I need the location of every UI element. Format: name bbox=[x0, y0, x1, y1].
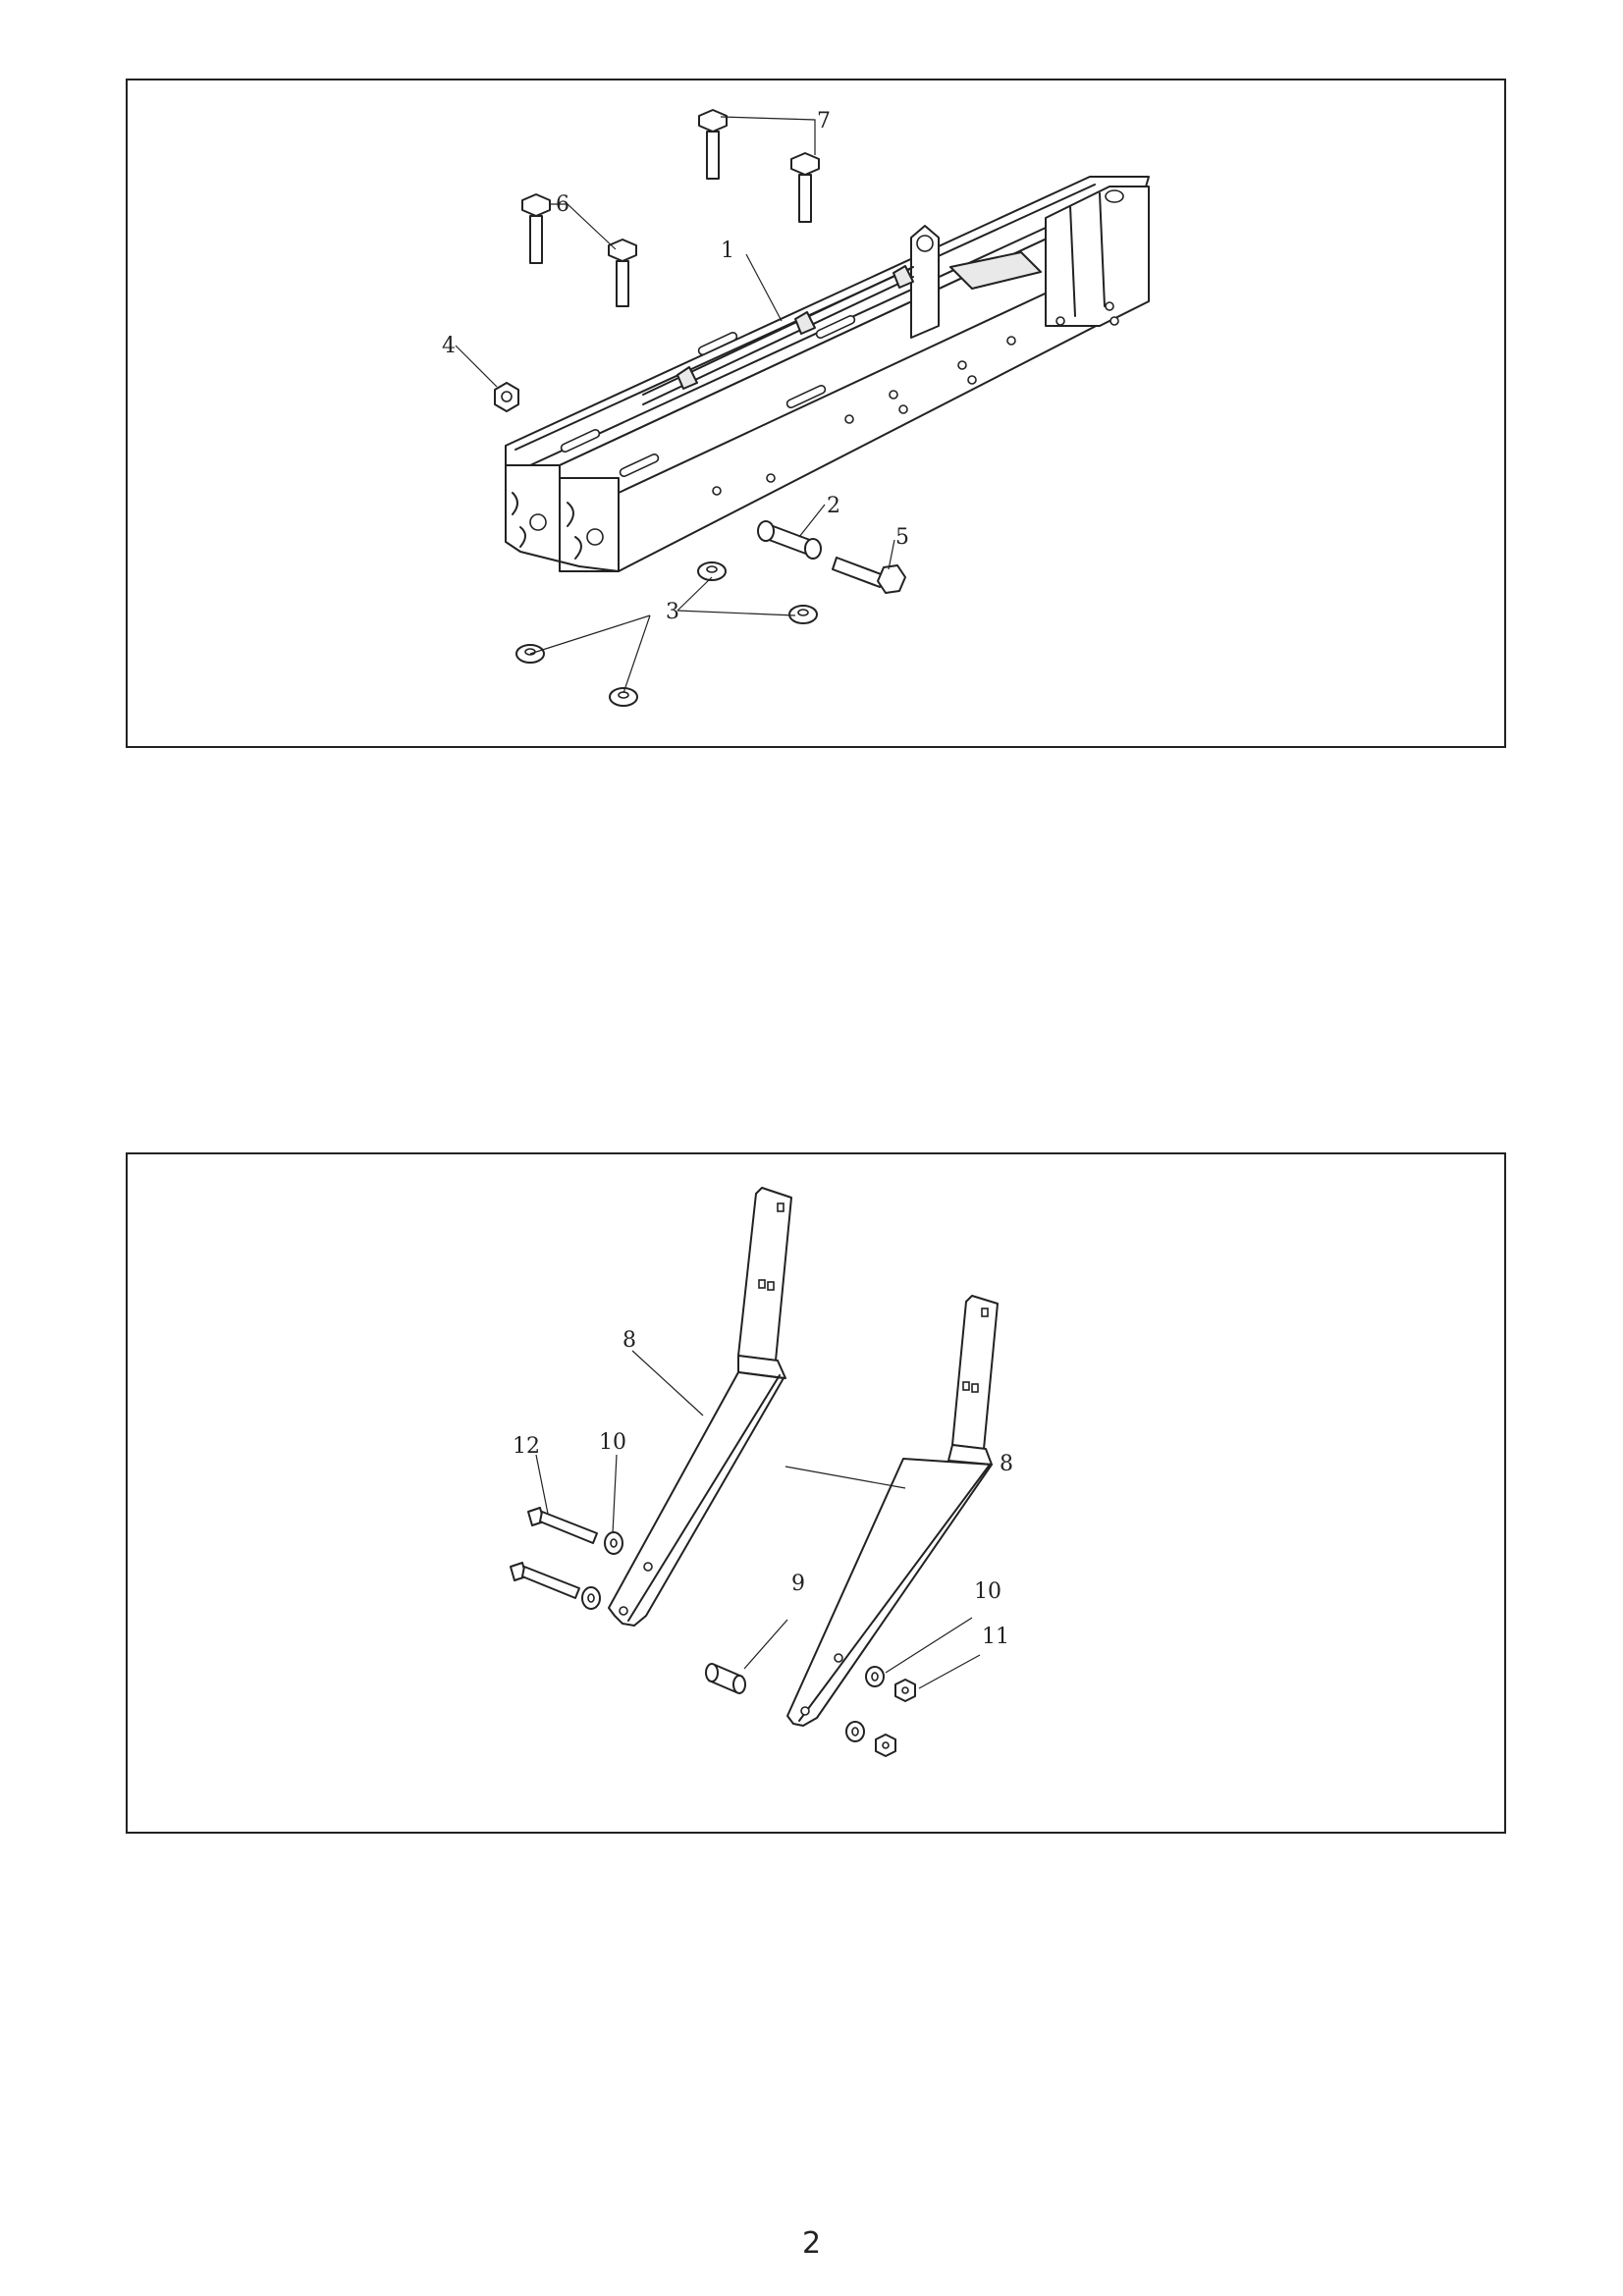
callout-9: 9 bbox=[791, 1572, 805, 1596]
frame-rail-part bbox=[505, 176, 1150, 572]
callout-12: 12 bbox=[513, 1434, 540, 1459]
leader-lines-bottom bbox=[535, 1350, 981, 1689]
top-diagram-panel: 7 6 1 4 2 5 3 bbox=[126, 79, 1506, 748]
nut-11b bbox=[875, 1734, 896, 1757]
washer-10-right-a bbox=[865, 1666, 885, 1687]
washer-10-left-b bbox=[581, 1586, 601, 1610]
spacer-tube-2 bbox=[757, 520, 822, 560]
callout-1: 1 bbox=[721, 239, 734, 263]
flange-bolt-7b bbox=[790, 152, 820, 223]
callout-10-left: 10 bbox=[599, 1430, 626, 1455]
callout-10-right: 10 bbox=[974, 1579, 1001, 1604]
flange-bolt-6b bbox=[608, 239, 637, 307]
arm-bracket-8-right bbox=[786, 1295, 999, 1727]
callout-7: 7 bbox=[817, 109, 831, 133]
callout-6: 6 bbox=[556, 192, 569, 217]
callout-5: 5 bbox=[895, 525, 909, 550]
long-bolt-5 bbox=[832, 557, 906, 594]
flange-nut-3a bbox=[697, 561, 727, 581]
flange-nut-3b bbox=[788, 605, 818, 624]
spacer-tube-9 bbox=[705, 1663, 746, 1694]
bolt-12b bbox=[510, 1562, 580, 1599]
nut-11a bbox=[894, 1679, 916, 1702]
callout-3: 3 bbox=[666, 600, 679, 624]
frame-rail-exploded-view: 7 6 1 4 2 5 3 bbox=[442, 109, 1150, 707]
flange-bolt-6a bbox=[521, 193, 551, 264]
arm-bracket-8-left bbox=[608, 1187, 792, 1627]
flange-bolt-7a bbox=[698, 109, 728, 180]
flange-nut-4 bbox=[494, 382, 519, 412]
callout-8-left: 8 bbox=[622, 1328, 636, 1353]
bottom-diagram-panel: 8 12 10 8 9 10 11 bbox=[126, 1152, 1506, 1834]
callout-8-right: 8 bbox=[1000, 1452, 1013, 1476]
washer-10-right-b bbox=[845, 1721, 865, 1742]
callout-4: 4 bbox=[442, 334, 456, 358]
arm-brackets-exploded-view: 8 12 10 8 9 10 11 bbox=[510, 1187, 1013, 1757]
callout-11: 11 bbox=[982, 1625, 1009, 1649]
flange-nut-3d bbox=[609, 687, 638, 707]
bolt-12a bbox=[527, 1507, 598, 1544]
callout-2: 2 bbox=[827, 494, 840, 518]
washer-10-left-a bbox=[604, 1531, 623, 1555]
leader-lines-top bbox=[455, 116, 895, 694]
page-number: 2 bbox=[801, 2226, 822, 2261]
